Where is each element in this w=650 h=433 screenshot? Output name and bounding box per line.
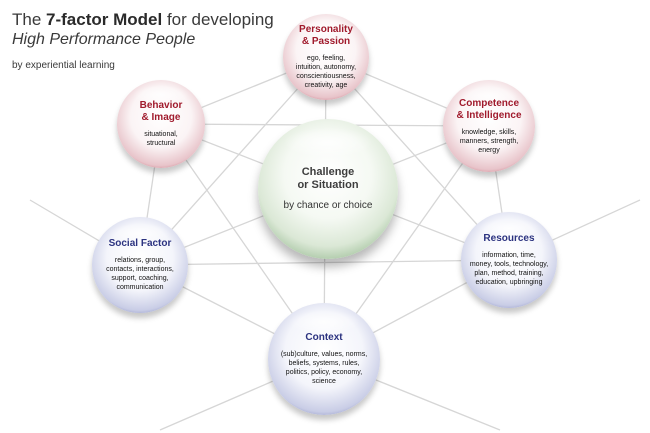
node-challenge-situation: Challenge or Situation by chance or choi… bbox=[258, 119, 398, 259]
node-title: Challenge or Situation bbox=[297, 166, 359, 191]
node-title: Context bbox=[305, 332, 343, 343]
node-description: by chance or choice bbox=[283, 200, 373, 211]
title-suffix: for developing bbox=[162, 10, 274, 29]
node-title: Social Factor bbox=[108, 238, 172, 249]
node-competence-intelligence: Competence & Intelligence knowledge, ski… bbox=[443, 80, 535, 172]
node-description: ego, feeling, intuition, autonomy, consc… bbox=[295, 55, 357, 89]
node-social-factor: Social Factor relations, group, contacts… bbox=[92, 217, 188, 313]
title-line-1: The 7-factor Model for developing bbox=[12, 10, 292, 30]
node-title: Resources bbox=[483, 233, 535, 244]
node-description: relations, group, contacts, interactions… bbox=[106, 257, 174, 291]
node-behavior-image: Behavior & Image situational, structural bbox=[117, 80, 205, 168]
node-title: Personality & Passion bbox=[299, 24, 353, 47]
node-context: Context (sub)culture, values, norms, bel… bbox=[268, 303, 380, 415]
node-description: (sub)culture, values, norms, beliefs, sy… bbox=[280, 351, 368, 385]
diagram-title: The 7-factor Model for developing High P… bbox=[12, 10, 292, 71]
node-description: situational, structural bbox=[144, 131, 178, 147]
title-prefix: The bbox=[12, 10, 47, 29]
node-resources: Resources information, time, money, tool… bbox=[461, 212, 557, 308]
title-model-name: 7-factor Model bbox=[46, 10, 163, 29]
node-description: knowledge, skills, manners, strength, en… bbox=[459, 128, 519, 154]
node-title: Behavior & Image bbox=[139, 100, 183, 123]
subtitle: by experiential learning bbox=[12, 60, 115, 71]
node-description: information, time, money, tools, technol… bbox=[469, 252, 549, 286]
edge-social-resources bbox=[139, 259, 510, 266]
node-title: Competence & Intelligence bbox=[456, 97, 522, 121]
title-line-2: High Performance People bbox=[12, 31, 196, 48]
node-personality-passion: Personality & Passion ego, feeling, intu… bbox=[283, 14, 369, 100]
